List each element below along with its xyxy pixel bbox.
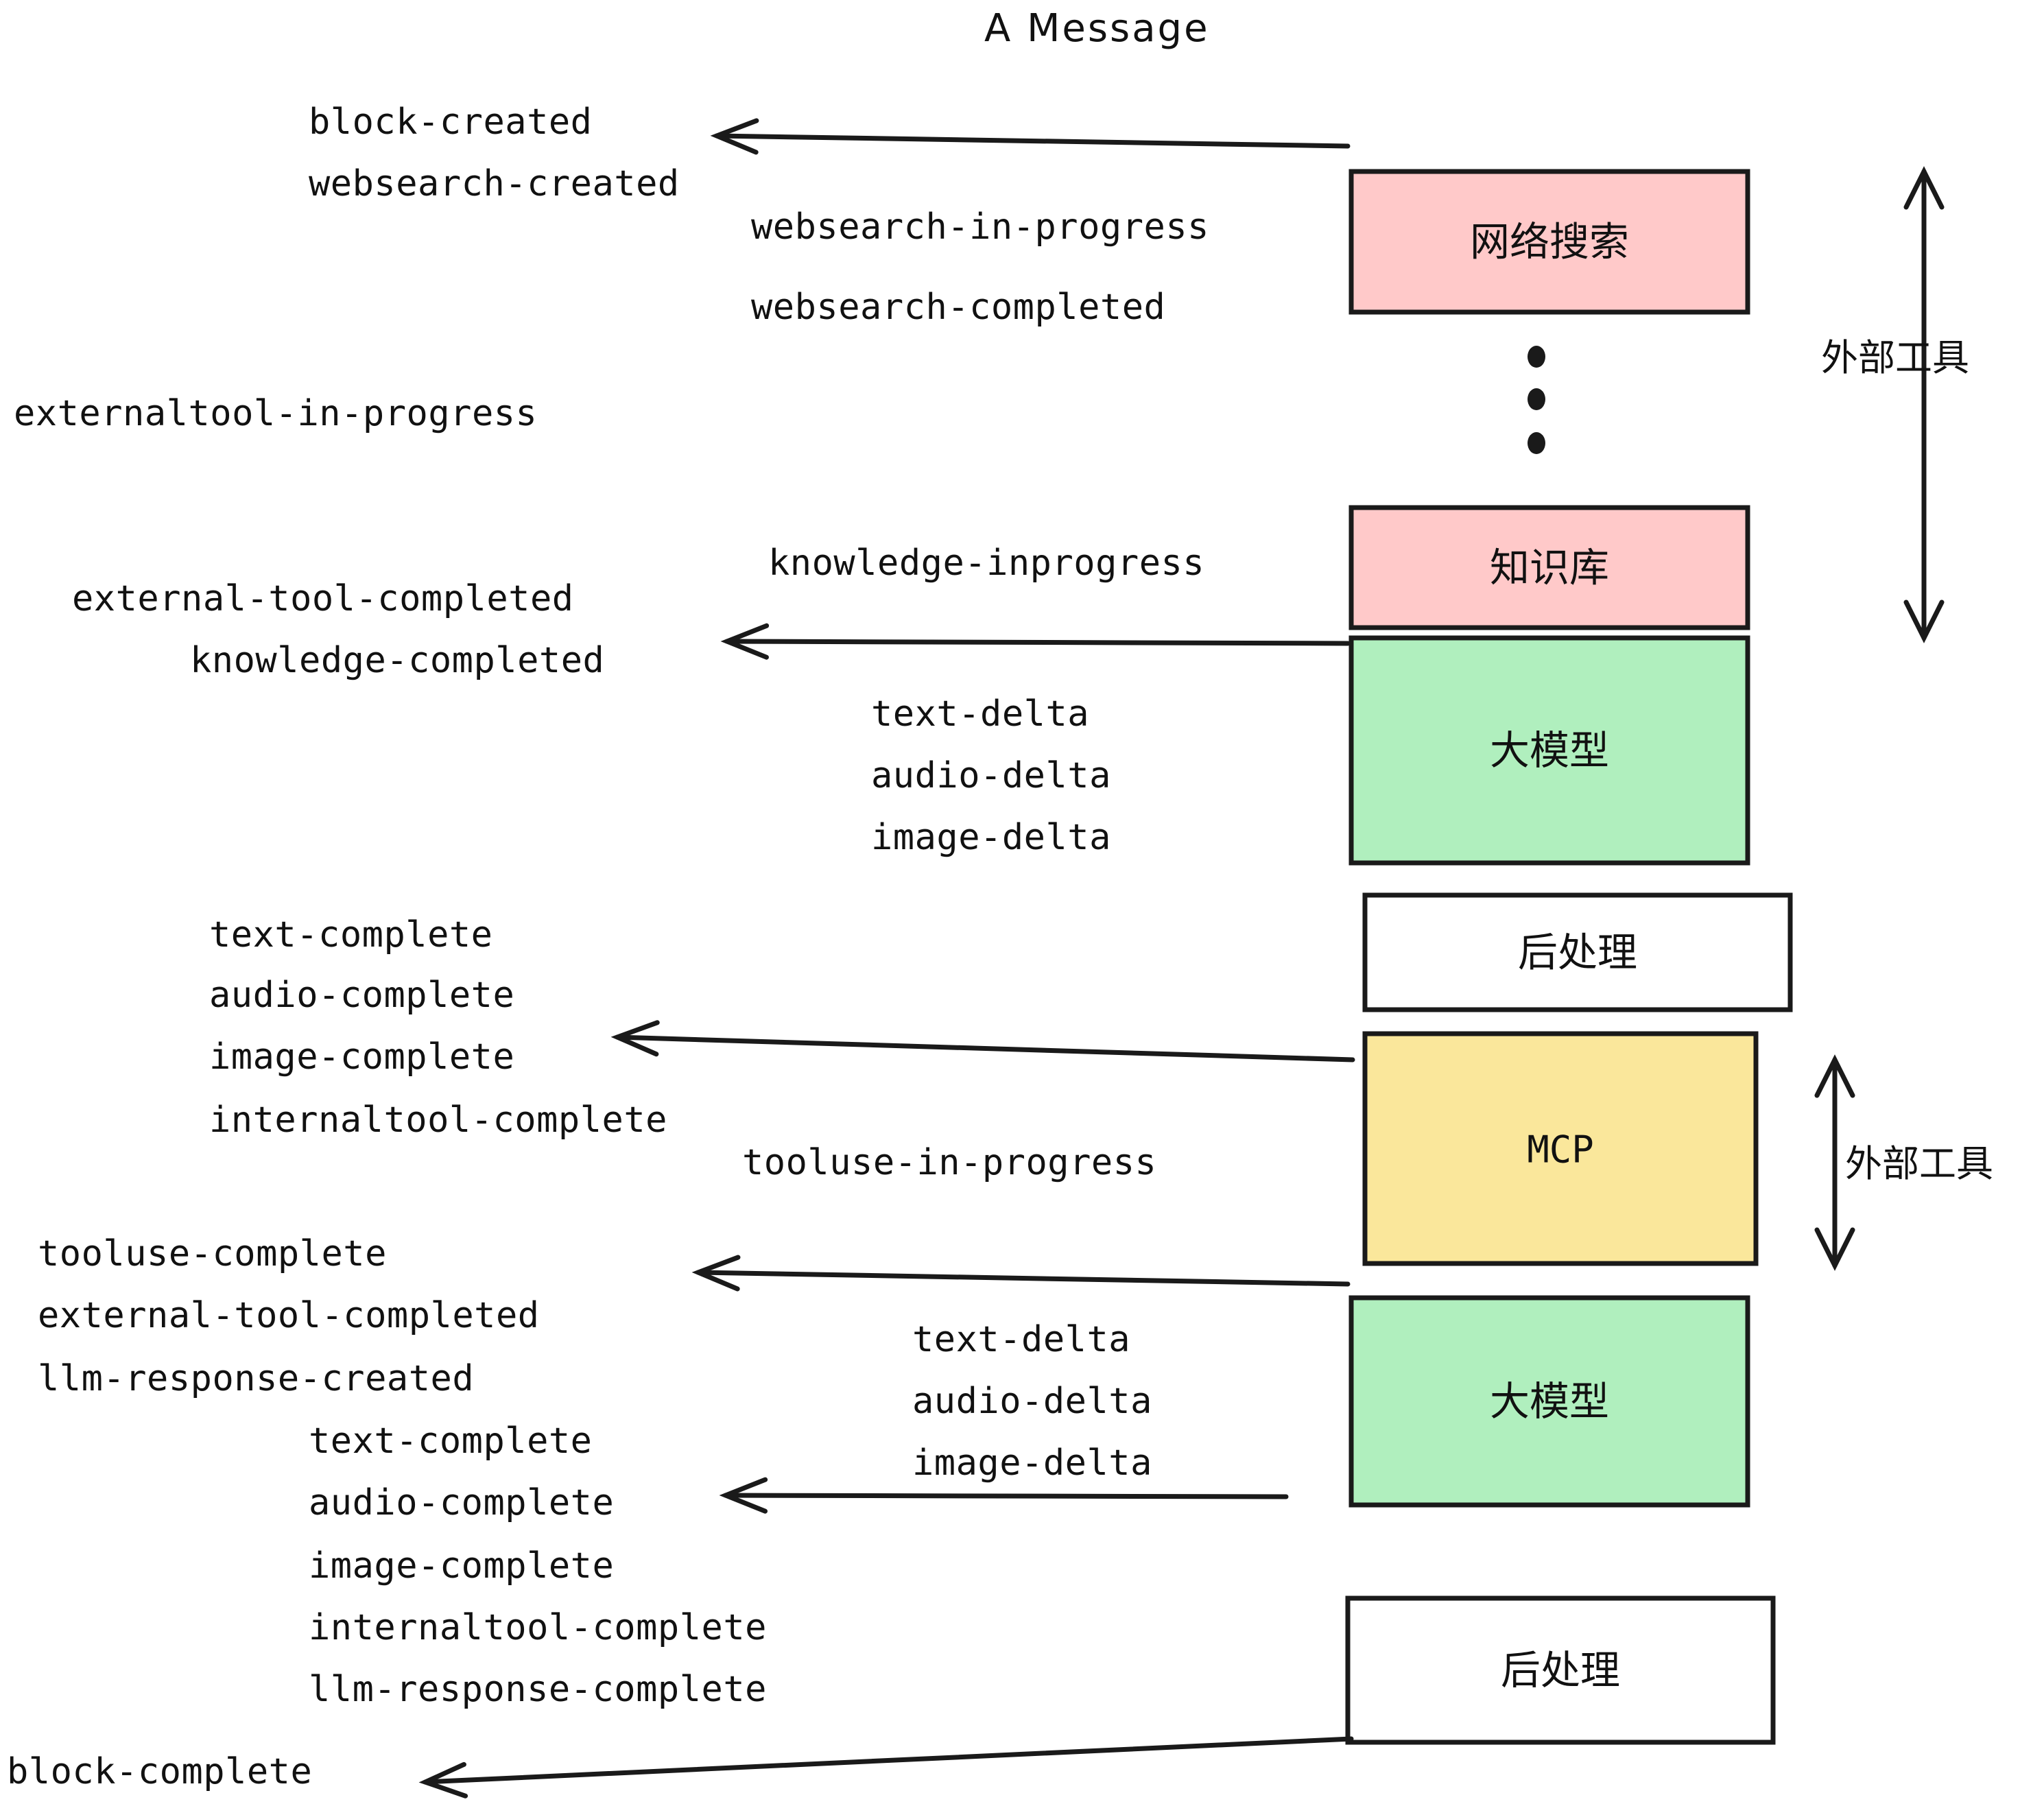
node-knowledgebase-rect[interactable] xyxy=(1348,505,1750,630)
arrow-image-complete-head xyxy=(610,1020,660,1057)
event-label-block-created: block-created xyxy=(309,102,593,143)
event-label-websearch-created: websearch-created xyxy=(309,163,680,204)
event-label-audio-delta-1: audio-delta xyxy=(871,755,1111,796)
node-postprocess-1-rect[interactable] xyxy=(1362,892,1793,1012)
event-label-knowledge-inprogress: knowledge-inprogress xyxy=(768,543,1204,584)
event-label-audio-complete-1: audio-complete xyxy=(209,975,514,1016)
event-label-websearch-completed: websearch-completed xyxy=(751,287,1165,328)
event-label-llm-response-complete: llm-response-complete xyxy=(309,1669,767,1710)
arrow-block-complete xyxy=(418,1736,1354,1799)
external-tools-bottom-arrow xyxy=(1814,1054,1855,1271)
event-labels-group: block-created websearch-created websearch-… xyxy=(7,102,1209,1792)
arrow-tooluse-complete xyxy=(691,1255,1351,1292)
arrow-block-complete-shaft xyxy=(423,1736,1354,1785)
event-label-websearch-in-progress: websearch-in-progress xyxy=(751,206,1209,248)
external-tools-top-arrow xyxy=(1903,166,1945,643)
node-postprocess-2-rect[interactable] xyxy=(1345,1595,1776,1745)
ellipsis-dot-2 xyxy=(1528,388,1545,410)
external-tools-top-label: 外部工具 xyxy=(1821,336,1969,379)
node-llm-1[interactable]: 大模型 xyxy=(1348,635,1750,866)
node-websearch-rect[interactable] xyxy=(1348,169,1750,315)
event-label-text-complete-1: text-complete xyxy=(209,914,493,956)
arrows-group xyxy=(418,118,1355,1799)
arrow-image-complete-shaft xyxy=(615,1034,1355,1063)
external-tool-range-arrows-group xyxy=(1814,166,1945,1271)
event-label-text-delta-2: text-delta xyxy=(912,1319,1130,1360)
page-title: A Message xyxy=(984,6,1210,51)
arrow-knowledge-done-shaft xyxy=(724,639,1351,646)
event-label-tooluse-complete: tooluse-complete xyxy=(38,1233,387,1274)
node-knowledgebase[interactable]: 知识库 xyxy=(1348,505,1750,630)
arrow-block-created-shaft xyxy=(714,133,1351,149)
node-postprocess-1[interactable]: 后处理 xyxy=(1362,892,1793,1012)
event-label-image-complete-1: image-complete xyxy=(209,1036,514,1078)
node-llm-2[interactable]: 大模型 xyxy=(1348,1295,1750,1508)
event-label-external-tool-completed-1: external-tool-completed xyxy=(72,578,574,619)
node-knowledgebase-label: 知识库 xyxy=(1490,545,1609,591)
event-label-tooluse-in-progress: tooluse-in-progress xyxy=(742,1142,1156,1183)
arrow-tooluse-complete-head xyxy=(691,1255,741,1292)
arrow-knowledge-done-head xyxy=(720,623,770,660)
arrow-tooluse-complete-shaft xyxy=(696,1270,1351,1287)
node-postprocess-2[interactable]: 后处理 xyxy=(1345,1595,1776,1745)
event-label-audio-complete-2: audio-complete xyxy=(309,1482,614,1523)
event-label-llm-response-created: llm-response-created xyxy=(38,1358,474,1399)
arrow-audio-complete-shaft xyxy=(723,1493,1289,1499)
ellipsis-dot-1 xyxy=(1528,346,1545,368)
node-websearch-label: 网络搜索 xyxy=(1470,219,1629,265)
arrow-audio-complete xyxy=(719,1477,1289,1514)
event-label-knowledge-completed: knowledge-completed xyxy=(190,640,604,681)
event-label-image-delta-1: image-delta xyxy=(871,817,1111,858)
external-tools-top-arrow-head-up xyxy=(1903,166,1945,210)
arrow-block-complete-head xyxy=(418,1761,468,1799)
arrow-knowledge-done xyxy=(720,623,1351,660)
ellipsis-dots-group xyxy=(1528,346,1545,454)
event-label-audio-delta-2: audio-delta xyxy=(912,1381,1152,1422)
event-label-text-delta-1: text-delta xyxy=(871,693,1089,735)
node-llm-1-rect[interactable] xyxy=(1348,635,1750,866)
node-llm-2-label: 大模型 xyxy=(1490,1378,1609,1425)
event-label-text-complete-2: text-complete xyxy=(309,1421,593,1462)
arrow-image-complete xyxy=(610,1020,1355,1063)
node-websearch[interactable]: 网络搜索 xyxy=(1348,169,1750,315)
node-mcp-rect[interactable] xyxy=(1362,1031,1759,1266)
external-tools-bottom-arrow-head-down xyxy=(1814,1227,1855,1271)
event-label-image-complete-2: image-complete xyxy=(309,1545,614,1587)
event-label-externaltool-in-progress: externaltool-in-progress xyxy=(14,393,537,434)
event-label-internaltool-complete-2: internaltool-complete xyxy=(309,1607,767,1648)
event-label-internaltool-complete-1: internaltool-complete xyxy=(209,1100,667,1141)
arrow-audio-complete-head xyxy=(719,1477,768,1514)
node-llm-1-label: 大模型 xyxy=(1490,727,1609,774)
arrow-block-created-head xyxy=(710,118,759,155)
event-label-block-complete: block-complete xyxy=(7,1751,312,1792)
arrow-block-created xyxy=(710,118,1351,155)
external-tools-top-arrow-head-down xyxy=(1903,600,1945,643)
event-label-image-delta-2: image-delta xyxy=(912,1443,1152,1484)
node-postprocess-2-label: 后处理 xyxy=(1501,1647,1620,1694)
ellipsis-dot-3 xyxy=(1528,432,1545,454)
external-tools-bottom-label: 外部工具 xyxy=(1845,1142,1993,1185)
event-label-external-tool-completed-2: external-tool-completed xyxy=(38,1295,540,1336)
node-mcp-label: MCP xyxy=(1527,1128,1594,1172)
external-tools-bottom-arrow-head-up xyxy=(1814,1054,1855,1098)
node-llm-2-rect[interactable] xyxy=(1348,1295,1750,1508)
node-mcp[interactable]: MCP xyxy=(1362,1031,1759,1266)
node-postprocess-1-label: 后处理 xyxy=(1518,929,1637,976)
